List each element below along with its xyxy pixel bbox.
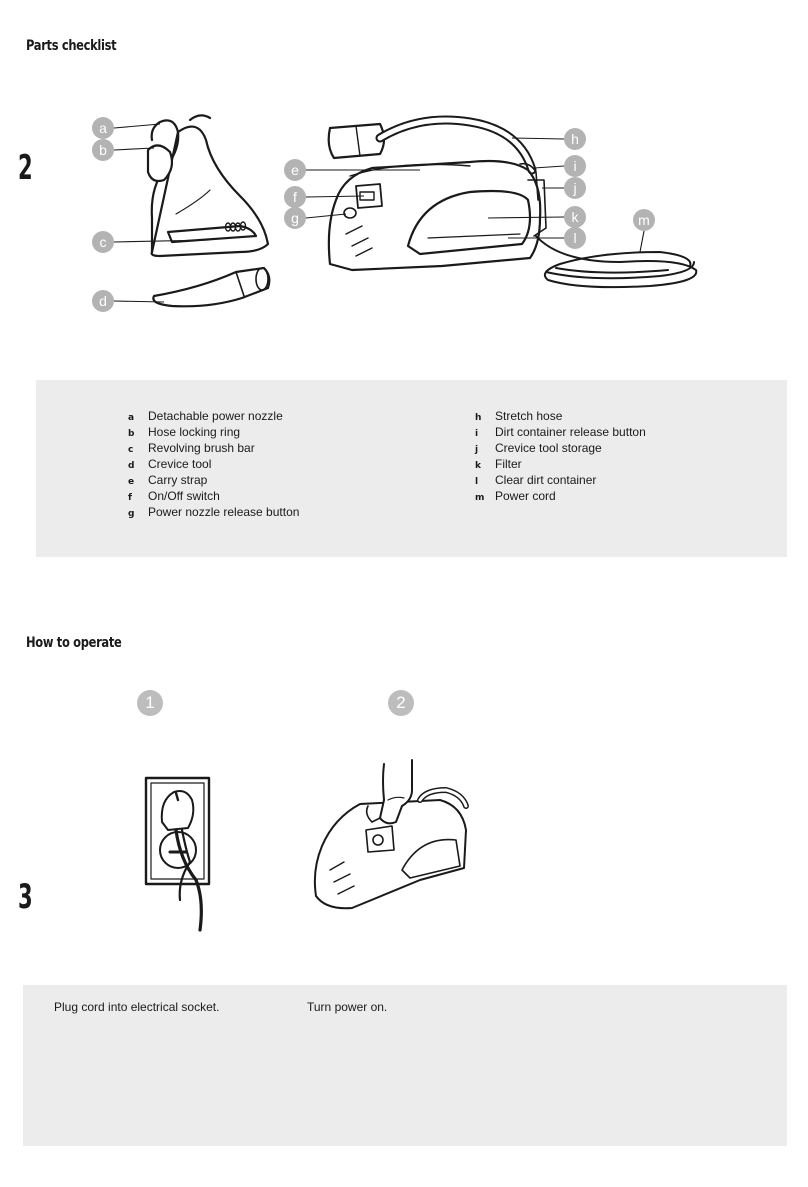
legend-letter: a	[128, 413, 135, 423]
legend-label: Crevice tool storage	[495, 441, 602, 455]
legend-item: l Clear dirt container	[475, 472, 646, 488]
legend-letter: j	[475, 445, 479, 455]
legend-label: On/Off switch	[148, 489, 220, 503]
callout-b: b	[92, 139, 114, 161]
svg-text:k: k	[572, 209, 580, 225]
callout-badges: a b c d e f g h i j k l m	[92, 117, 655, 312]
step-1-text: Plug cord into electrical socket.	[54, 1000, 220, 1014]
power-cord-illustration	[535, 235, 698, 289]
step-2-text: Turn power on.	[307, 1000, 388, 1014]
legend-column-left: a Detachable power nozzle b Hose locking r…	[128, 408, 299, 520]
svg-text:c: c	[100, 234, 107, 250]
legend-column-right: h Stretch hose i Dirt container release bu…	[475, 408, 646, 504]
callout-k: k	[564, 206, 586, 228]
callout-g: g	[284, 207, 306, 229]
legend-letter: d	[128, 461, 135, 471]
legend-item: m Power cord	[475, 488, 646, 504]
operate-steps-panel: Plug cord into electrical socket. Turn p…	[23, 985, 787, 1146]
legend-label: Carry strap	[148, 473, 208, 487]
operate-illustrations	[144, 759, 469, 932]
legend-item: k Filter	[475, 456, 646, 472]
legend-label: Filter	[495, 457, 522, 471]
legend-letter: h	[475, 413, 482, 423]
legend-item: h Stretch hose	[475, 408, 646, 424]
svg-text:h: h	[571, 131, 579, 147]
legend-label: Stretch hose	[495, 409, 563, 423]
svg-text:b: b	[99, 142, 107, 158]
legend-label: Clear dirt container	[495, 473, 597, 487]
callout-d: d	[92, 290, 114, 312]
step-2-badge: 2	[388, 690, 414, 716]
legend-item: e Carry strap	[128, 472, 299, 488]
legend-item: a Detachable power nozzle	[128, 408, 299, 424]
svg-text:a: a	[99, 120, 107, 136]
legend-label: Power nozzle release button	[148, 505, 300, 519]
svg-text:e: e	[291, 162, 299, 178]
svg-text:i: i	[573, 158, 576, 174]
legend-letter: f	[128, 493, 132, 503]
page-number-3: 3	[18, 877, 33, 917]
legend-item: g Power nozzle release button	[128, 504, 299, 520]
callout-i: i	[564, 155, 586, 177]
legend-label: Power cord	[495, 489, 556, 503]
legend-item: d Crevice tool	[128, 456, 299, 472]
callout-h: h	[564, 128, 586, 150]
legend-letter: c	[128, 445, 134, 455]
legend-label: Hose locking ring	[148, 425, 241, 439]
svg-text:j: j	[572, 180, 576, 196]
parts-legend-panel: a Detachable power nozzle b Hose locking r…	[36, 380, 787, 557]
svg-text:f: f	[293, 189, 297, 205]
page-number-2: 2	[18, 148, 33, 188]
parts-diagram: a b c d e f g h i j k l m	[92, 114, 698, 312]
legend-item: f On/Off switch	[128, 488, 299, 504]
svg-text:l: l	[573, 230, 576, 246]
step-1-badge: 1	[137, 690, 163, 716]
legend-letter: g	[128, 509, 135, 519]
how-to-operate-title: How to operate	[26, 635, 122, 651]
hand-vacuum-operate-illustration	[313, 759, 469, 910]
svg-text:d: d	[99, 293, 107, 309]
legend-letter: l	[475, 477, 479, 487]
parts-checklist-title: Parts checklist	[26, 38, 117, 54]
legend-letter: m	[475, 493, 485, 503]
callout-l: l	[564, 227, 586, 249]
legend-item: b Hose locking ring	[128, 424, 299, 440]
svg-text:g: g	[291, 210, 299, 226]
callout-j: j	[564, 177, 586, 199]
svg-text:m: m	[638, 212, 650, 228]
legend-label: Dirt container release button	[495, 425, 646, 439]
wall-socket-illustration	[144, 776, 211, 932]
callout-e: e	[284, 159, 306, 181]
legend-item: c Revolving brush bar	[128, 440, 299, 456]
callout-c: c	[92, 231, 114, 253]
legend-letter: i	[475, 429, 479, 439]
callout-f: f	[284, 186, 306, 208]
legend-letter: b	[128, 429, 135, 439]
crevice-tool-illustration	[152, 266, 271, 308]
legend-label: Revolving brush bar	[148, 441, 255, 455]
callout-m: m	[633, 209, 655, 231]
legend-label: Detachable power nozzle	[148, 409, 283, 423]
legend-letter: e	[128, 477, 135, 487]
power-nozzle-illustration	[146, 114, 270, 258]
callout-a: a	[92, 117, 114, 139]
legend-item: i Dirt container release button	[475, 424, 646, 440]
legend-item: j Crevice tool storage	[475, 440, 646, 456]
legend-label: Crevice tool	[148, 457, 212, 471]
legend-letter: k	[475, 461, 481, 471]
hand-vacuum-illustration	[327, 115, 547, 272]
